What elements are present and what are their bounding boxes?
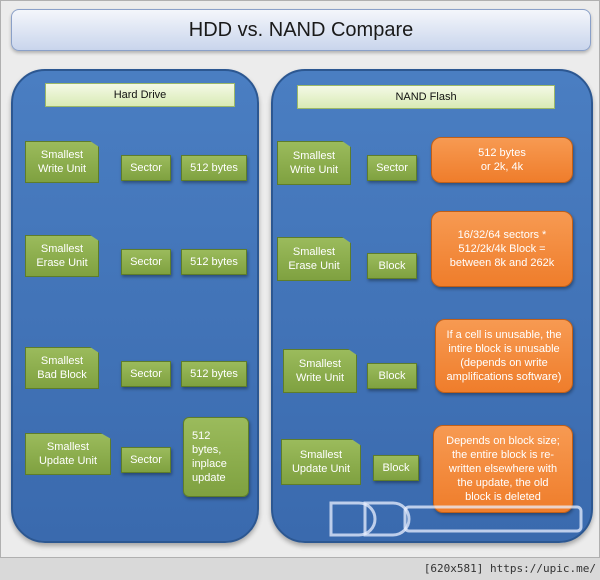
nand-label-write-unit: Smallest Write Unit [277, 141, 351, 185]
nand-label-update-unit: Smallest Update Unit [281, 439, 361, 485]
nand-value-write-2: If a cell is unusable, the intire block … [435, 319, 573, 393]
nand-value-erase: 16/32/64 sectors * 512/2k/4k Block = bet… [431, 211, 573, 287]
hdd-unit-erase: Sector [121, 249, 171, 275]
hdd-label-update-unit: Smallest Update Unit [25, 433, 111, 475]
nand-unit-erase: Block [367, 253, 417, 279]
hdd-label-erase-unit: Smallest Erase Unit [25, 235, 99, 277]
nand-unit-update: Block [373, 455, 419, 481]
nand-value-write: 512 bytes or 2k, 4k [431, 137, 573, 183]
hard-drive-header: Hard Drive [45, 83, 235, 107]
page-title: HDD vs. NAND Compare [11, 9, 591, 51]
hdd-label-bad-block: Smallest Bad Block [25, 347, 99, 389]
nand-flash-panel: NAND Flash Smallest Write Unit Sector 51… [271, 69, 593, 543]
hdd-label-write-unit: Smallest Write Unit [25, 141, 99, 183]
nand-unit-write-2: Block [367, 363, 417, 389]
nand-value-update: Depends on block size; the entire block … [433, 425, 573, 513]
hdd-unit-update: Sector [121, 447, 171, 473]
diagram-frame: HDD vs. NAND Compare Hard Drive Smallest… [0, 0, 600, 558]
hdd-value-write: 512 bytes [181, 155, 247, 181]
hdd-value-erase: 512 bytes [181, 249, 247, 275]
hard-drive-panel: Hard Drive Smallest Write Unit Sector 51… [11, 69, 259, 543]
nand-label-write-unit-2: Smallest Write Unit [283, 349, 357, 393]
hdd-value-update: 512 bytes, inplace update [183, 417, 249, 497]
hdd-unit-write: Sector [121, 155, 171, 181]
nand-unit-write: Sector [367, 155, 417, 181]
hdd-value-bad-block: 512 bytes [181, 361, 247, 387]
image-caption: [620x581] https://upic.me/ [423, 562, 596, 575]
nand-label-erase-unit: Smallest Erase Unit [277, 237, 351, 281]
nand-flash-header: NAND Flash [297, 85, 555, 109]
hdd-unit-bad-block: Sector [121, 361, 171, 387]
